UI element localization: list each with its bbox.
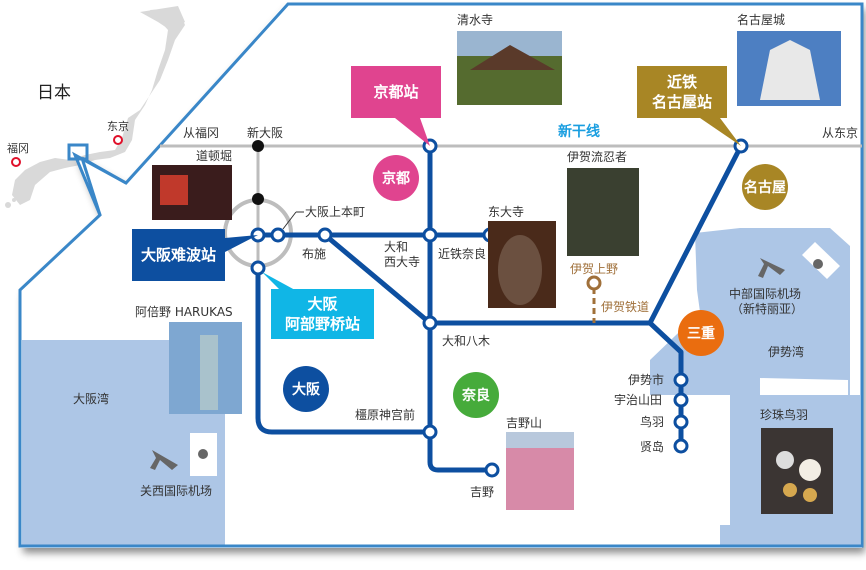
japan-label: 日本 (37, 83, 71, 103)
region-nara: 奈良 (453, 372, 499, 418)
chubu-airport-label: 中部国际机场 (729, 287, 802, 301)
kyoto-station-callout[interactable]: 京都站 (351, 66, 441, 118)
station-yoshino[interactable]: 吉野 (470, 485, 495, 499)
japan-inset-map (5, 6, 185, 208)
region-kyoto: 京都 (373, 155, 419, 201)
chubu-airport-sublabel: （新特丽亚） (731, 302, 804, 316)
tokyo-label: 东京 (107, 120, 129, 133)
fukuoka-label: 福冈 (7, 142, 29, 155)
ninja-photo (567, 168, 639, 256)
shinkansen-label: 新干线 (558, 124, 600, 140)
region-mie: 三重 (678, 310, 724, 356)
nagoya-castle-label: 名古屋城 (737, 13, 786, 27)
yoshinoyama-label: 吉野山 (506, 416, 543, 430)
pearl-toba-label: 珍珠鸟羽 (760, 408, 809, 422)
ninja-label: 伊贺流忍者 (567, 150, 628, 164)
abenobashi-station-callout[interactable]: 大阪 阿部野桥站 (271, 289, 374, 339)
station-kashikojima[interactable]: 贤岛 (640, 440, 665, 454)
station-fuse[interactable]: 布施 (302, 247, 327, 261)
iga-railway-label: 伊贺铁道 (601, 300, 650, 314)
station-yamato-yagi[interactable]: 大和八木 (442, 334, 491, 348)
tokyo-marker (113, 135, 123, 145)
pearl-photo (761, 428, 833, 514)
kansai-airport-label: 关西国际机场 (140, 484, 213, 498)
chubu-airport-icon (758, 242, 840, 279)
namba-station-label: 大阪难波站 (140, 246, 216, 264)
nagoya-station-callout[interactable]: 近铁 名古屋站 (637, 66, 727, 118)
harukas-label: 阿倍野 HARUKAS (135, 305, 233, 319)
station-kintetsu-nara[interactable]: 近铁奈良 (438, 247, 487, 261)
namba-station-callout[interactable]: 大阪难波站 (132, 229, 225, 281)
station-iseshi[interactable]: 伊势市 (628, 373, 665, 387)
station-uehommachi[interactable]: 大阪上本町 (305, 205, 366, 219)
from-tokyo-label: 从东京 (822, 126, 859, 140)
station-kashiharajingu[interactable]: 橿原神宫前 (355, 408, 416, 422)
station-iga-ueno[interactable]: 伊贺上野 (570, 262, 619, 276)
region-osaka: 大阪 (283, 366, 329, 412)
station-ujiyamada[interactable]: 宇治山田 (614, 393, 663, 407)
inset-locator-box (67, 143, 89, 161)
from-fukuoka-label: 从福冈 (183, 126, 220, 140)
shin-osaka-label: 新大阪 (247, 126, 284, 140)
dotonbori-label: 道顿堀 (196, 149, 233, 163)
todaiji-label: 东大寺 (488, 205, 525, 219)
abenobashi-label-line1: 大阪 (307, 295, 338, 313)
kiyomizu-label: 清水寺 (457, 13, 494, 27)
kyoto-station-label: 京都站 (373, 83, 419, 101)
osaka-bay-label: 大阪湾 (73, 392, 110, 406)
fukuoka-marker (11, 157, 21, 167)
nagoya-label-line2: 名古屋站 (651, 93, 712, 111)
iga-ueno-marker (586, 275, 602, 291)
region-nagoya: 名古屋 (742, 164, 788, 210)
ise-bay-label: 伊势湾 (768, 345, 805, 359)
station-toba[interactable]: 鸟羽 (640, 415, 665, 429)
station-yamato-saidaiji-2[interactable]: 西大寺 (384, 255, 421, 269)
abenobashi-label-line2: 阿部野桥站 (284, 315, 360, 333)
station-yamato-saidaiji-1[interactable]: 大和 (384, 240, 409, 254)
kansai-airport-icon (150, 433, 217, 476)
nagoya-label-line1: 近铁 (666, 73, 697, 91)
